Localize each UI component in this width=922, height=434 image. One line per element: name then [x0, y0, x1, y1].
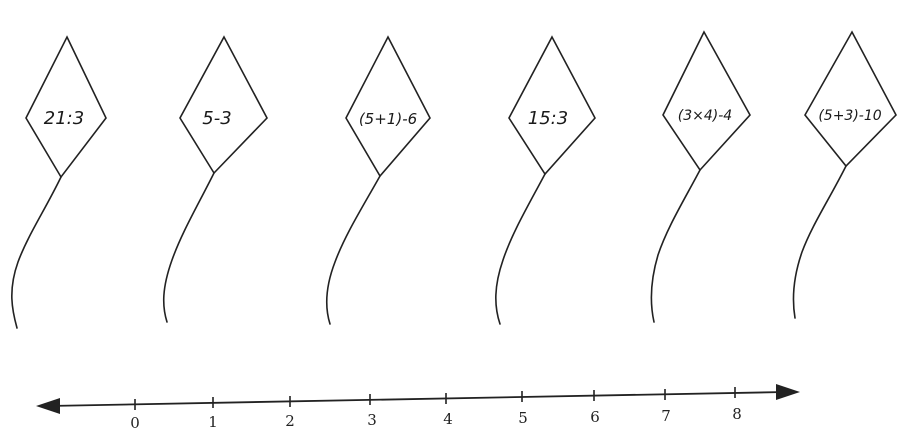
- kite-2-expression: 5-3: [202, 108, 231, 129]
- tick-label-5: 5: [518, 409, 528, 427]
- kite-1-tail: [11, 176, 62, 329]
- kite-5: (3×4)-4: [650, 30, 751, 323]
- left-arrowhead-icon: [36, 398, 60, 414]
- tick-label-4: 4: [443, 410, 453, 428]
- kite-5-tail: [650, 169, 701, 323]
- tick-label-1: 1: [208, 413, 218, 431]
- tick-label-7: 7: [661, 407, 671, 425]
- kite-2-diamond: [179, 35, 268, 175]
- kite-4-diamond: [508, 35, 596, 176]
- kite-1: 21:3: [11, 35, 107, 329]
- right-arrowhead-icon: [776, 384, 800, 400]
- number-line: 0 1 2 3 4 5 6 7 8: [36, 384, 800, 432]
- kite-2: 5-3: [162, 35, 268, 323]
- kite-3-diamond: [345, 35, 431, 178]
- kite-6-expression: (5+3)-10: [818, 108, 881, 124]
- kite-3: (5+1)-6: [325, 35, 431, 325]
- kite-6: (5+3)-10: [792, 30, 897, 319]
- tick-label-2: 2: [285, 412, 295, 430]
- kite-4-tail: [495, 173, 546, 325]
- kite-2-tail: [162, 172, 215, 323]
- tick-label-3: 3: [367, 411, 377, 429]
- kite-6-diamond: [804, 30, 897, 168]
- tick-label-8: 8: [732, 405, 742, 423]
- tick-label-0: 0: [130, 414, 140, 432]
- kite-1-diamond: [25, 35, 107, 179]
- kite-6-tail: [792, 165, 847, 319]
- kite-4: 15:3: [495, 35, 596, 325]
- kite-1-expression: 21:3: [44, 108, 84, 129]
- kite-3-tail: [325, 175, 381, 325]
- tick-label-6: 6: [590, 408, 600, 426]
- kite-3-expression: (5+1)-6: [359, 110, 417, 128]
- kite-5-expression: (3×4)-4: [678, 108, 732, 124]
- kite-4-expression: 15:3: [528, 108, 568, 129]
- kite-5-diamond: [662, 30, 751, 172]
- number-line-axis: [47, 391, 786, 407]
